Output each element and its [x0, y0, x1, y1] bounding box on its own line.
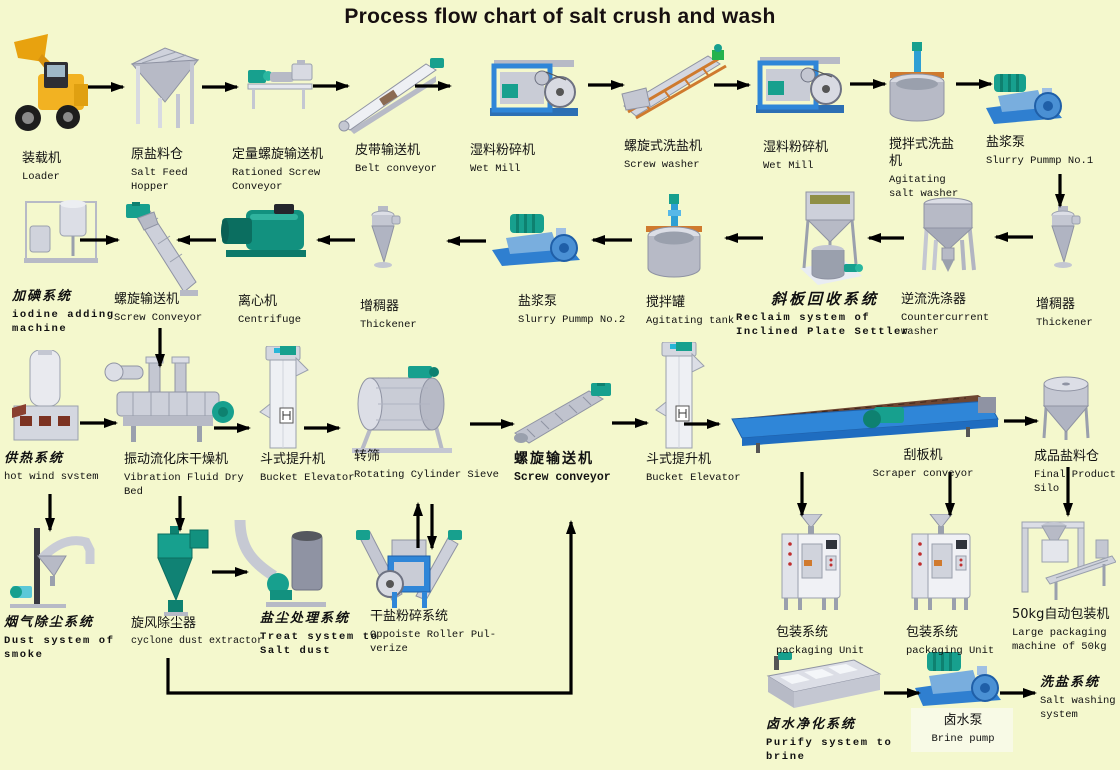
screw-conveyor-2-icon	[126, 202, 198, 296]
label-treat-system-salt-dust: 盐尘处理系统 Treat system to Salt dust	[260, 611, 379, 657]
label-slurry-pump-1: 盐浆泵 Slurry Pummp No.1	[986, 135, 1094, 167]
label-thickener-1: 增稠器 Thickener	[1036, 297, 1093, 329]
label-rationed-screw-conveyor: 定量螺旋输送机 Rationed Screw Conveyor	[232, 147, 324, 193]
label-dust-system-smoke: 烟气除尘系统 Dust system of smoke	[4, 615, 115, 661]
screw-conveyor-3-icon	[514, 383, 611, 444]
final-product-silo-icon	[1042, 376, 1090, 440]
label-bucket-elevator-2: 斗式提升机 Bucket Elevator	[646, 452, 741, 484]
wet-mill-1-icon	[490, 60, 578, 116]
bucket-elevator-2-icon	[655, 342, 705, 449]
label-scraper-conveyor: 刮板机 Scraper conveyor	[872, 448, 974, 480]
label-hot-wind-system: 供热系统 hot wind svstem	[4, 451, 99, 483]
label-purify-system-brine: 卤水净化系统 Purify system to brine	[766, 717, 893, 763]
inclined-plate-settler-icon	[800, 191, 863, 285]
packaging-50kg-icon	[1021, 521, 1116, 600]
rotating-cylinder-sieve-icon	[352, 366, 452, 453]
label-countercurrent-washer: 逆流洗涤器 Countercurrent washer	[901, 292, 990, 338]
label-screw-washer: 螺旋式洗盐机 Screw washer	[624, 139, 703, 171]
label-salt-feed-hopper: 原盐料仓 Salt Feed Hopper	[131, 147, 188, 193]
agitating-tank-icon	[646, 194, 702, 278]
label-loader-en: Loader	[22, 171, 60, 183]
belt-conveyor-icon	[338, 58, 444, 134]
label-packaging-unit-2: 包装系统 packaging Unit	[906, 625, 995, 657]
label-screw-conveyor-2: 螺旋输送机 Screw Conveyor	[114, 292, 203, 324]
label-cyclone-dust-extractor: 旋风除尘器 cyclone dust extractor	[131, 616, 264, 647]
bucket-elevator-1-icon	[259, 346, 309, 449]
salt-feed-hopper-icon	[130, 47, 200, 128]
label-iodine-adding-machine: 加碘系统 iodine adding machine	[12, 289, 115, 335]
label-loader: 装载机 Loader	[22, 150, 112, 184]
label-vibration-fluid-dry-bed: 振动流化床干燥机 Vibration Fluid Dry Bed	[124, 452, 244, 498]
rationed-screw-conveyor-icon	[247, 60, 313, 109]
packaging-unit-2-icon	[911, 514, 971, 610]
thickener-1-icon	[1051, 206, 1081, 268]
label-wet-mill-1: 湿料粉碎机 Wet Mill	[470, 143, 536, 175]
label-brine-pump: 卤水泵 Brine pump	[931, 713, 995, 745]
label-bucket-elevator-1: 斗式提升机 Bucket Elevator	[260, 452, 355, 484]
label-opposite-roller-pulverize: 干盐粉碎系统 Oppoiste Roller Pul-verize	[370, 609, 497, 655]
cyclone-dust-extractor-icon	[157, 526, 209, 616]
hot-wind-system-icon	[12, 350, 79, 441]
screw-washer-icon	[621, 44, 727, 120]
label-centrifuge: 离心机 Centrifuge	[238, 294, 302, 326]
label-salt-washing-system: 洗盐系统 Salt washing system	[1040, 675, 1116, 721]
label-wet-mill-2: 湿料粉碎机 Wet Mill	[763, 140, 829, 172]
brine-pump-label-box	[911, 708, 1013, 752]
brine-pump-icon	[915, 652, 1001, 706]
iodine-adding-machine-icon	[24, 200, 98, 263]
loader-icon	[14, 34, 88, 131]
dust-system-smoke-icon	[10, 528, 95, 608]
label-inclined-plate-settler: 斜板回收系统 Reclaim system of Inclined Plate …	[736, 290, 910, 339]
countercurrent-washer-icon	[922, 197, 976, 272]
slurry-pump-2-icon	[492, 214, 580, 266]
thickener-2-icon	[371, 206, 401, 268]
label-agitating-tank: 搅拌罐 Agitating tank	[646, 295, 735, 327]
slurry-pump-1-icon	[986, 74, 1062, 124]
scraper-conveyor-icon	[731, 395, 999, 453]
treat-system-salt-dust-icon	[234, 520, 326, 607]
label-agitating-salt-washer: 搅拌式洗盐机 Agitating salt washer	[889, 137, 959, 200]
label-packaging-50kg: 50kg自动包装机 Large packaging machine of 50k…	[1012, 607, 1110, 653]
label-rotating-cylinder-sieve: 转筛 Rotating Cylinder Sieve	[354, 449, 499, 481]
packaging-unit-1-icon	[781, 514, 841, 610]
label-packaging-unit-1: 包装系统 packaging Unit	[776, 625, 865, 657]
label-belt-conveyor: 皮带输送机 Belt conveyor	[355, 143, 437, 175]
wet-mill-2-icon	[756, 57, 844, 113]
purify-system-brine-icon	[766, 652, 882, 708]
opposite-roller-pulverize-icon	[356, 530, 462, 608]
label-loader-cn: 装载机	[22, 151, 62, 166]
label-slurry-pump-2: 盐浆泵 Slurry Pummp No.2	[518, 294, 626, 326]
label-screw-conveyor-3: 螺旋输送机 Screw conveyor	[514, 451, 611, 484]
page-title: Process flow chart of salt crush and was…	[344, 5, 776, 28]
vibration-fluid-dry-bed-icon	[104, 356, 234, 442]
centrifuge-icon	[221, 204, 306, 257]
label-final-product-silo: 成品盐料仓 Final Product Silo	[1034, 449, 1116, 495]
label-thickener-2: 增稠器 Thickener	[360, 299, 417, 331]
agitating-salt-washer-icon	[889, 42, 945, 122]
